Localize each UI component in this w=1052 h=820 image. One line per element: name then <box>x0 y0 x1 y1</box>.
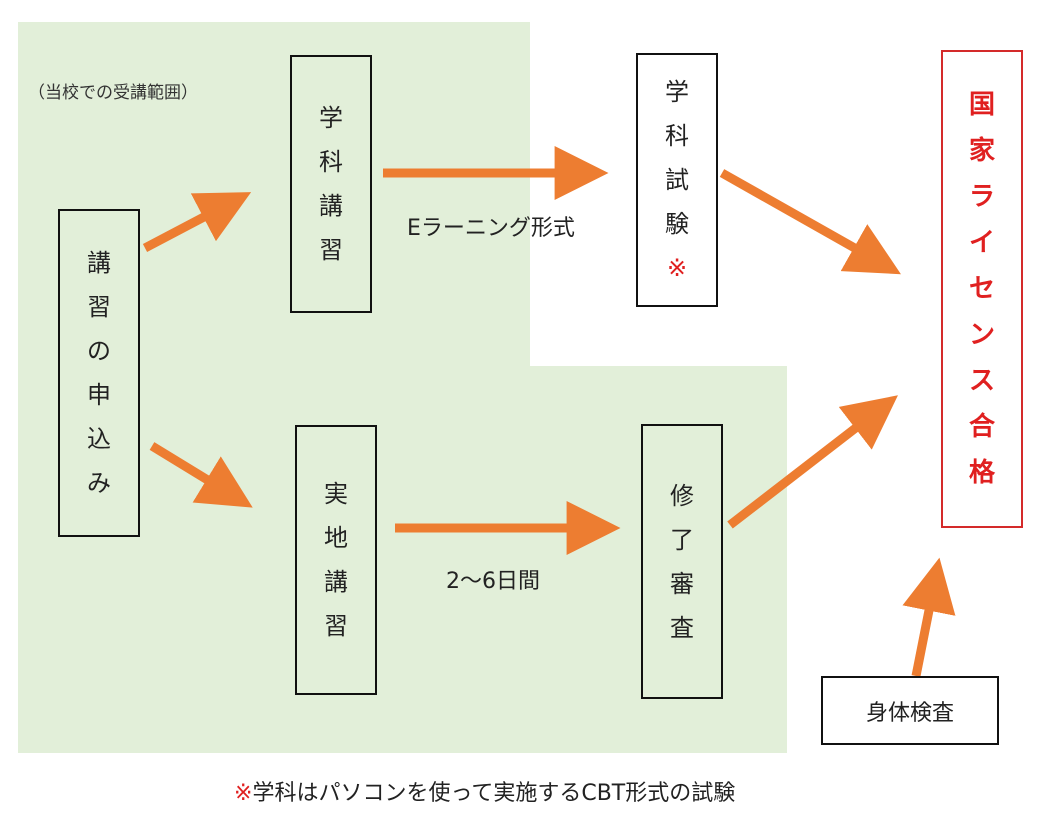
theory-course-text: 学 科 講 習 <box>319 104 343 264</box>
arrow-apply-to-theory <box>142 192 252 252</box>
scope-region-upper <box>18 22 530 368</box>
arrow-apply-to-practical <box>149 442 253 508</box>
theory-exam-box: 学 科 試 験 ※ <box>636 53 718 307</box>
physical-exam-label: 身体検査 <box>865 700 954 726</box>
footnote-text: 学科はパソコンを使って実施するCBT形式の試験 <box>252 781 736 806</box>
elearning-label: Eラーニング形式 <box>407 216 575 241</box>
scope-region-lower <box>18 366 787 753</box>
completion-review-text: 修 了 審 査 <box>670 481 694 642</box>
footnote-mark: ※ <box>666 254 688 282</box>
practical-course-text: 実 地 講 習 <box>324 480 348 640</box>
completion-review-box: 修 了 審 査 <box>641 424 723 699</box>
footnote: ※学科はパソコンを使って実施するCBT形式の試験 <box>234 775 735 807</box>
footnote-asterisk: ※ <box>234 781 253 806</box>
theory-exam-text: 学 科 試 験 ※ <box>665 70 689 290</box>
arrow-review-to-license <box>727 395 898 529</box>
apply-text: 講 習 の 申 込 み <box>87 249 111 497</box>
theory-course-box: 学 科 講 習 <box>290 55 372 313</box>
practical-course-box: 実 地 講 習 <box>295 425 377 695</box>
apply-box: 講 習 の 申 込 み <box>58 209 140 537</box>
arrow-exam-to-license <box>719 169 901 275</box>
license-text: 国 家 ラ イ セ ン ス 合 格 <box>968 90 995 488</box>
license-box: 国 家 ラ イ セ ン ス 合 格 <box>941 50 1023 528</box>
physical-exam-box: 身体検査 <box>821 676 999 745</box>
arrow-physical-to-license <box>902 557 956 677</box>
scope-label: （当校での受講範囲） <box>28 83 198 103</box>
duration-label: 2〜6日間 <box>446 569 540 594</box>
